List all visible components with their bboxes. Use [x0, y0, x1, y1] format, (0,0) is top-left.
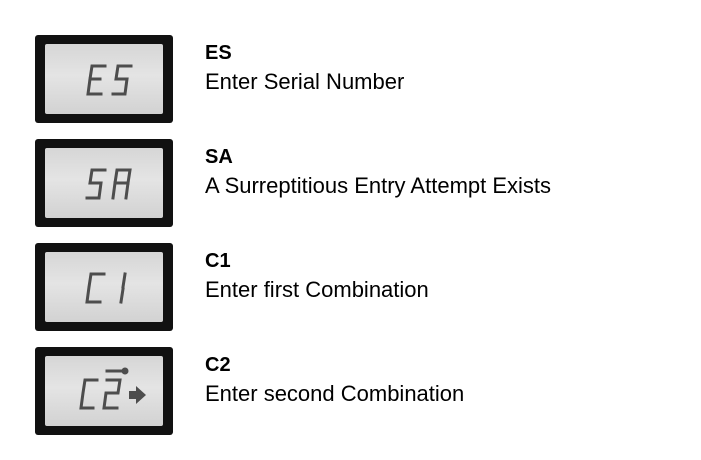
- arrow-right-icon: [129, 386, 146, 404]
- lcd-screen: [45, 356, 163, 426]
- code-label: C1: [205, 250, 231, 272]
- code-description: A Surreptitious Entry Attempt Exists: [205, 173, 552, 198]
- code-description: Enter second Combination: [205, 381, 465, 406]
- lcd-display-c1: [35, 243, 173, 331]
- lcd-display-c2: [35, 347, 173, 435]
- lcd-screen: [45, 148, 163, 218]
- lcd-screen: [45, 44, 163, 114]
- list-item-sa: SA A Surreptitious Entry Attempt Exists: [0, 139, 701, 234]
- code-label: C2: [205, 354, 231, 376]
- code-label: ES: [205, 42, 232, 64]
- code-description: Enter first Combination: [205, 277, 429, 302]
- lcd-digits-c2-icon: [79, 367, 146, 410]
- lcd-digits-sa-icon: [85, 168, 132, 200]
- code-description: Enter Serial Number: [205, 69, 405, 94]
- list-item-c2: C2 Enter second Combination: [0, 347, 701, 442]
- list-item-c1: C1 Enter first Combination: [0, 243, 701, 338]
- list-item-es: ES Enter Serial Number: [0, 35, 701, 130]
- code-label: SA: [205, 146, 233, 168]
- lcd-screen: [45, 252, 163, 322]
- lcd-display-sa: [35, 139, 173, 227]
- lcd-display-es: [35, 35, 173, 123]
- lcd-digits-c1-icon: [85, 272, 127, 304]
- lcd-digits-es-icon: [86, 64, 133, 96]
